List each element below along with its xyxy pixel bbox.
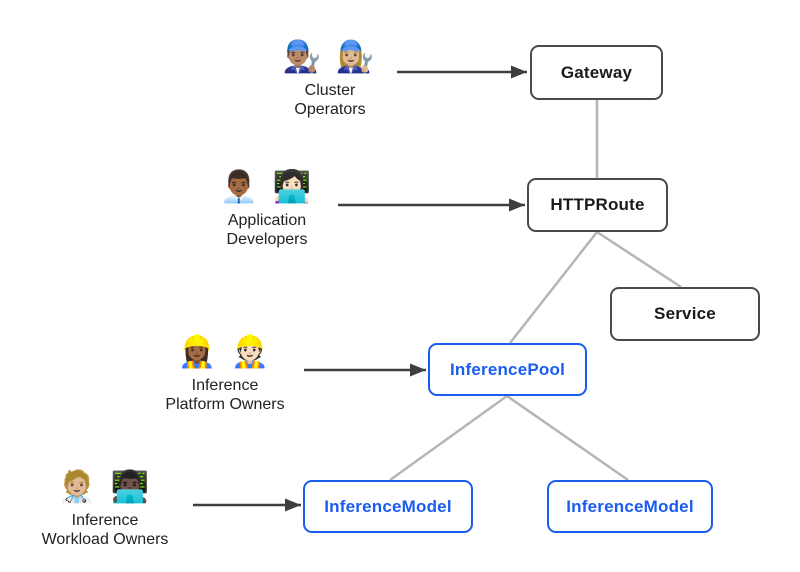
- application-developers-emoji-icon: 👨🏾‍💼 👩🏻‍💻: [219, 169, 315, 204]
- node-inferencemodel-right: InferenceModel: [547, 480, 713, 533]
- persona-application-developers: 👨🏾‍💼 👩🏻‍💻 Application Developers: [172, 166, 362, 249]
- persona-label: Cluster Operators: [235, 81, 425, 119]
- persona-inference-workload-owners: 🧑🏼‍⚕️ 👨🏿‍💻 Inference Workload Owners: [10, 466, 200, 549]
- persona-label: Inference Platform Owners: [130, 376, 320, 414]
- persona-label-line1: Cluster: [304, 82, 356, 99]
- persona-label-line2: Developers: [226, 231, 308, 248]
- edge-inferencepool-inferencemodel-left: [389, 394, 508, 482]
- node-inferencepool: InferencePool: [428, 343, 587, 396]
- persona-label-line1: Inference: [191, 377, 259, 394]
- edge-inferencepool-inferencemodel-right: [506, 394, 629, 482]
- node-inferencemodel-left: InferenceModel: [303, 480, 473, 533]
- persona-label-line1: Inference: [71, 512, 139, 529]
- edge-httproute-inferencepool: [509, 231, 598, 344]
- node-httproute: HTTPRoute: [527, 178, 668, 232]
- persona-label: Application Developers: [172, 211, 362, 249]
- persona-cluster-operators: 👨🏽‍🔧 👩🏼‍🔧 Cluster Operators: [235, 36, 425, 119]
- persona-label: Inference Workload Owners: [10, 511, 200, 549]
- persona-label-line1: Application: [227, 212, 307, 229]
- edge-httproute-service: [596, 230, 682, 289]
- cluster-operators-emoji-icon: 👨🏽‍🔧 👩🏼‍🔧: [282, 39, 378, 74]
- persona-inference-platform-owners: 👷🏾‍♀️ 👷🏻 Inference Platform Owners: [130, 331, 320, 414]
- persona-label-line2: Operators: [294, 101, 366, 118]
- node-service: Service: [610, 287, 760, 341]
- persona-label-line2: Platform Owners: [165, 396, 285, 413]
- persona-label-line2: Workload Owners: [41, 531, 169, 548]
- inference-platform-owners-emoji-icon: 👷🏾‍♀️ 👷🏻: [177, 334, 273, 369]
- inference-workload-owners-emoji-icon: 🧑🏼‍⚕️ 👨🏿‍💻: [57, 469, 153, 504]
- node-gateway: Gateway: [530, 45, 663, 100]
